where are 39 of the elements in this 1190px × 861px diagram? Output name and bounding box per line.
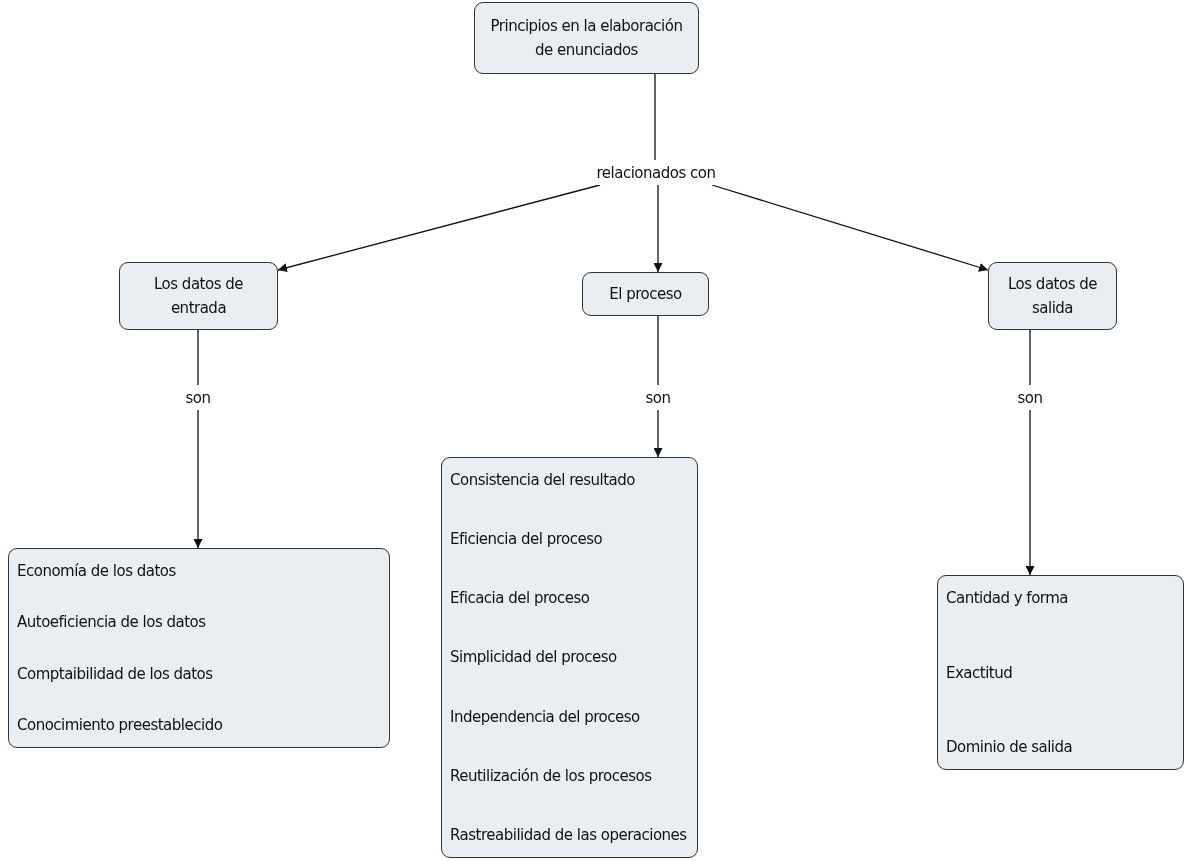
arrow (277, 184, 601, 273)
concept-box (119, 262, 278, 330)
list-item: Dominio de salida (946, 737, 1073, 758)
concept-label: Los datos de salida (1007, 274, 1098, 319)
connector-line (1029, 329, 1031, 386)
list-item: Economía de los datos (17, 561, 176, 582)
connector-line (654, 73, 656, 161)
list-item: Eficiencia del proceso (450, 529, 603, 551)
arrow (1025, 409, 1035, 576)
list-item: Simplicidad del proceso (450, 647, 617, 669)
concept-box (582, 272, 709, 316)
connector-line (197, 329, 199, 386)
list-item: Exactitud (946, 662, 1013, 684)
list-box (8, 548, 390, 748)
list-item: Consistencia del resultado (450, 470, 635, 491)
concept-label: Los datos de entrada (153, 274, 244, 319)
arrow (193, 409, 203, 549)
linking-phrase: son (1017, 387, 1043, 409)
list-item: Independencia del proceso (450, 706, 640, 728)
linking-phrase: relacionados con (596, 162, 716, 184)
list-box (441, 457, 698, 858)
connector-line (657, 315, 659, 386)
list-item: Comptaibilidad de los datos (17, 663, 213, 685)
list-item: Rastreabilidad de las operaciones (450, 824, 687, 846)
list-item: Conocimiento preestablecido (17, 715, 223, 736)
arrow (653, 184, 663, 273)
list-item: Eficacia del proceso (450, 588, 590, 610)
concept-label: Principios en la elaboración de enunciados (489, 16, 684, 61)
list-box (937, 575, 1184, 770)
linking-phrase: son (645, 387, 671, 409)
list-item: Autoeficiencia de los datos (17, 612, 206, 634)
linking-phrase: son (185, 387, 211, 409)
list-item: Cantidad y forma (946, 588, 1069, 609)
arrow (711, 184, 989, 272)
list-item: Reutilización de los procesos (450, 765, 652, 787)
concept-box (988, 262, 1117, 330)
arrow (653, 409, 663, 458)
concept-label: El proceso (609, 284, 682, 305)
concept-box (474, 2, 699, 74)
